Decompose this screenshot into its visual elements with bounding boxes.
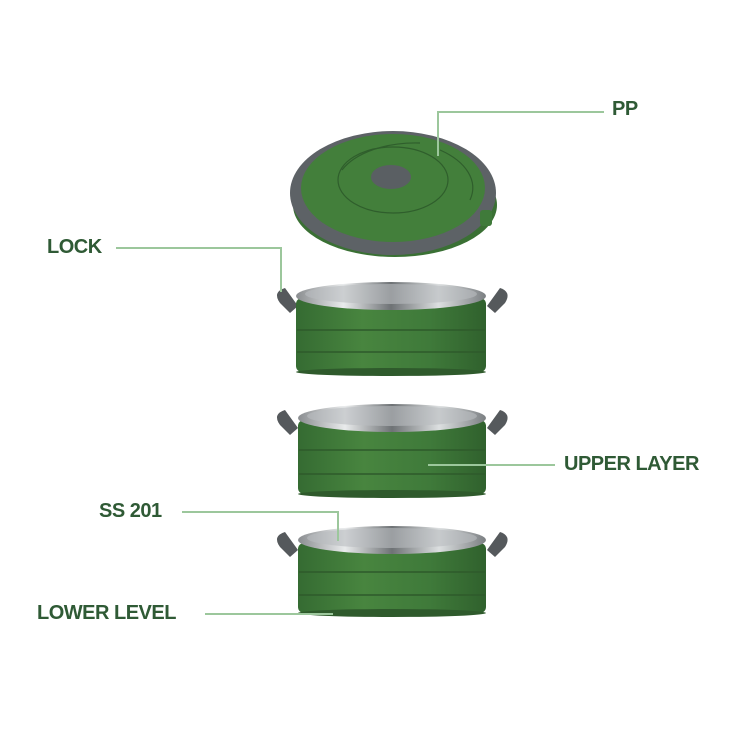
lock-leader-horizontal [116, 247, 281, 249]
ss201-leader-vertical [337, 511, 339, 541]
lower-container [276, 526, 508, 617]
lock-leader-vertical [280, 247, 282, 292]
lock-label: LOCK [47, 236, 102, 258]
pp-label: PP [612, 98, 638, 120]
lid [290, 131, 497, 257]
upper-container [276, 282, 508, 376]
ss201-leader-horizontal [182, 511, 339, 513]
lower-level-label: LOWER LEVEL [37, 602, 176, 624]
pp-leader-vertical [437, 111, 439, 156]
upper-layer-leader [428, 464, 555, 466]
ss201-label: SS 201 [99, 500, 162, 522]
lower-level-leader [205, 613, 333, 615]
upper-layer-label: UPPER LAYER [564, 453, 699, 475]
middle-container [276, 404, 508, 498]
pp-leader-horizontal [437, 111, 604, 113]
